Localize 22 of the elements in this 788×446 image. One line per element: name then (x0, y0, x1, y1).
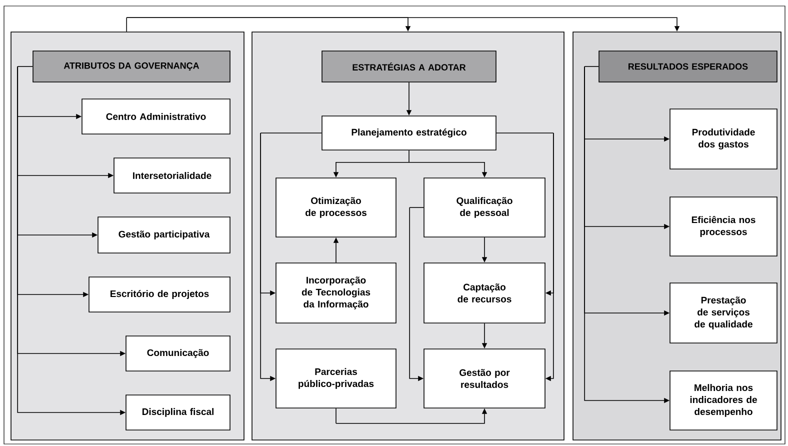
process-box: Planejamento estratégico (322, 116, 496, 150)
header-box: RESULTADOS ESPERADOS (598, 50, 778, 82)
process-box: Melhoria nos indicadores de desempenho (670, 370, 778, 430)
header-box: ATRIBUTOS DA GOVERNANÇA (32, 50, 230, 82)
header-box: ESTRATÉGIAS A ADOTAR (322, 50, 496, 82)
arrow (126, 17, 680, 32)
process-box: Gestão participativa (98, 216, 230, 254)
process-box: Otimização de processos (276, 178, 396, 238)
process-box: Parcerias público-privadas (276, 348, 396, 408)
arrow (496, 132, 554, 382)
process-box: Disciplina fiscal (126, 394, 230, 430)
process-box: Captação de recursos (424, 262, 546, 324)
process-box: Centro Administrativo (82, 98, 230, 134)
process-box: Produtividade dos gastos (670, 108, 778, 170)
process-box: Gestão por resultados (424, 348, 546, 408)
process-box: Intersetorialidade (114, 158, 230, 194)
process-box: Prestação de serviços de qualidade (670, 282, 778, 344)
process-box: Escritório de projetos (88, 276, 230, 312)
process-box: Comunicação (126, 336, 230, 372)
process-box: Incorporação de Tecnologias da Informação (276, 262, 396, 324)
process-box: Eficiência nos processos (670, 196, 778, 256)
process-box: Qualificação de pessoal (424, 178, 546, 238)
